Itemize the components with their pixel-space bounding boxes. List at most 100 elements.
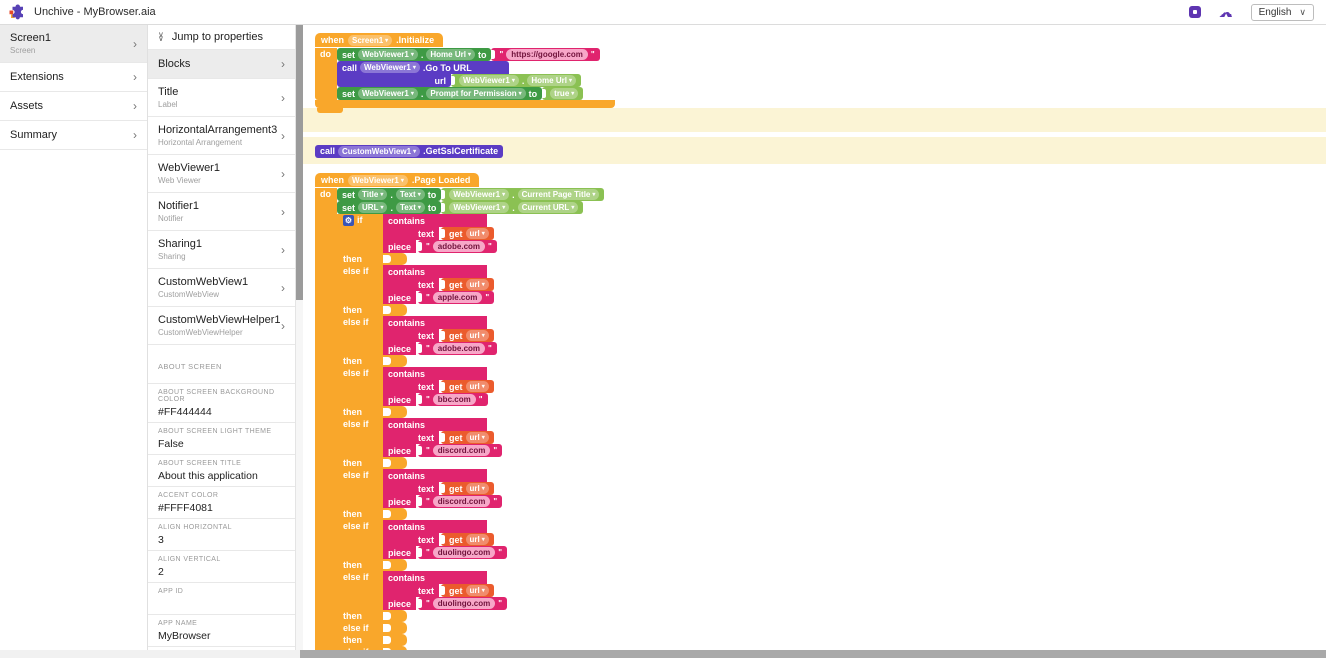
call-arg-row[interactable]: url [337, 74, 451, 87]
property-pill[interactable]: Home Url▾ [527, 75, 576, 86]
string-value[interactable]: adobe.com [432, 343, 486, 354]
variable-pill[interactable]: url▾ [465, 381, 489, 392]
component-pill[interactable]: WebViewer1▾ [459, 75, 519, 86]
string-value[interactable]: duolingo.com [432, 547, 496, 558]
text-string-block[interactable]: "discord.com" [418, 495, 503, 508]
variable-pill[interactable]: url▾ [465, 534, 489, 545]
property-pill[interactable]: Current Page Title▾ [517, 189, 600, 200]
variable-pill[interactable]: url▾ [465, 228, 489, 239]
string-value[interactable]: discord.com [432, 496, 491, 507]
logic-true-block[interactable]: true▾ [542, 87, 584, 100]
text-string-block[interactable]: "https://google.com" [491, 48, 600, 61]
component-getter-block[interactable]: WebViewer1▾.Home Url▾ [451, 74, 581, 87]
component-pill[interactable]: URL▾ [358, 202, 388, 213]
do-spine: do [315, 188, 337, 650]
component-pill[interactable]: CustomWebView1▾ [338, 145, 421, 157]
component-pill[interactable]: WebViewer1▾ [358, 49, 418, 60]
horizontal-scrollbar-thumb[interactable] [300, 650, 1326, 658]
text-string-block[interactable]: "duolingo.com" [418, 597, 508, 610]
component-pill[interactable]: WebViewer1▾ [348, 174, 408, 186]
sidebar-item-assets[interactable]: Assets› [0, 92, 147, 121]
component-getter-block[interactable]: WebViewer1▾.Current URL▾ [441, 201, 584, 214]
string-value[interactable]: bbc.com [432, 394, 476, 405]
string-value[interactable]: apple.com [432, 292, 483, 303]
property-pill[interactable]: Current URL▾ [517, 202, 579, 213]
property-pill[interactable]: Text▾ [395, 189, 425, 200]
component-pill[interactable]: WebViewer1▾ [358, 88, 418, 99]
property-pill[interactable]: Prompt for Permission▾ [426, 88, 526, 99]
panel-item-blocks[interactable]: Blocks› [148, 50, 295, 79]
sidebar-item-extensions[interactable]: Extensions› [0, 63, 147, 92]
component-pill[interactable]: WebViewer1▾ [449, 202, 510, 213]
panel-scrollbar-thumb[interactable] [296, 25, 303, 300]
string-value[interactable]: duolingo.com [432, 598, 496, 609]
variable-pill[interactable]: url▾ [465, 330, 489, 341]
component-pill[interactable]: Screen1▾ [348, 34, 393, 46]
horizontal-scrollbar[interactable] [0, 650, 1326, 658]
text-string-block[interactable]: "discord.com" [418, 444, 503, 457]
text-string-block[interactable]: "adobe.com" [418, 240, 497, 253]
properties-toggle-icon[interactable] [1188, 6, 1201, 18]
property-value: 3 [158, 534, 164, 546]
variable-pill[interactable]: url▾ [465, 483, 489, 494]
component-pill[interactable]: WebViewer1▾ [449, 189, 510, 200]
component-getter-block[interactable]: WebViewer1▾.Current Page Title▾ [441, 188, 605, 201]
sidebar-item-summary[interactable]: Summary› [0, 121, 147, 150]
cloud-upload-icon[interactable]: ☁▲ [1218, 4, 1233, 20]
variable-pill[interactable]: url▾ [465, 279, 489, 290]
language-select[interactable]: English ∨ [1250, 3, 1314, 21]
mutator-gear-icon[interactable]: ⚙ [343, 215, 354, 226]
text-string-block[interactable]: "duolingo.com" [418, 546, 508, 559]
property-pill[interactable]: Text▾ [396, 202, 425, 213]
logic-value-pill[interactable]: true▾ [550, 88, 579, 99]
variable-pill[interactable]: url▾ [465, 432, 489, 443]
string-value[interactable]: discord.com [432, 445, 491, 456]
jump-to-properties[interactable]: ∨∨ Jump to properties [148, 25, 295, 50]
text-string-block[interactable]: "adobe.com" [418, 342, 497, 355]
text-string-block[interactable]: "bbc.com" [418, 393, 488, 406]
property-pill[interactable]: Home Url▾ [426, 49, 475, 60]
panel-scrollbar[interactable] [296, 25, 303, 658]
string-value[interactable]: adobe.com [432, 241, 486, 252]
text-string-block[interactable]: "apple.com" [418, 291, 495, 304]
string-value[interactable]: https://google.com [506, 49, 588, 60]
component-pill[interactable]: Title▾ [358, 189, 388, 200]
component-pill[interactable]: WebViewer1▾ [360, 62, 420, 73]
variable-pill[interactable]: url▾ [465, 585, 489, 596]
